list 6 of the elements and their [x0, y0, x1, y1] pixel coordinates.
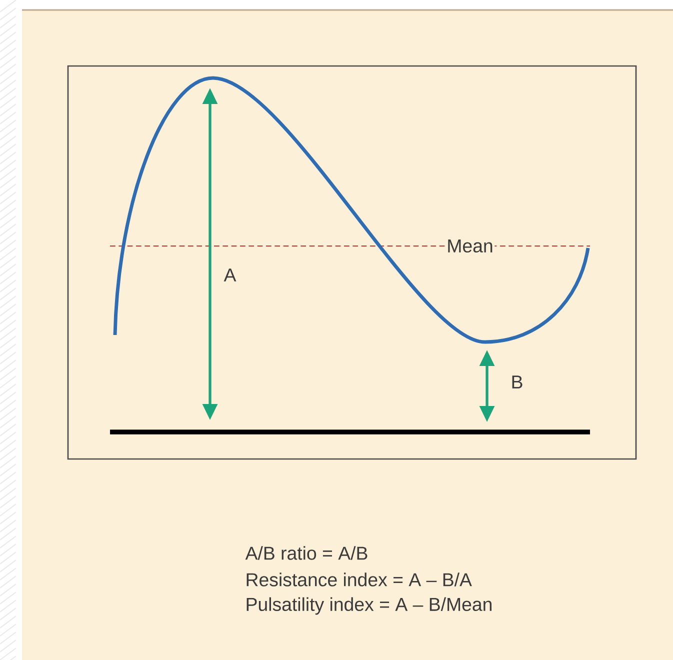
formula-text: Pulsatility index = A – B/Mean — [246, 597, 492, 615]
formula-text: Resistance index = A – B/A — [246, 572, 472, 586]
formula-text: A/B ratio = A/B — [245, 546, 368, 560]
dimension-label: Mean — [445, 238, 495, 254]
dimension-label: B — [512, 376, 522, 388]
dimension-label: A — [224, 268, 236, 282]
